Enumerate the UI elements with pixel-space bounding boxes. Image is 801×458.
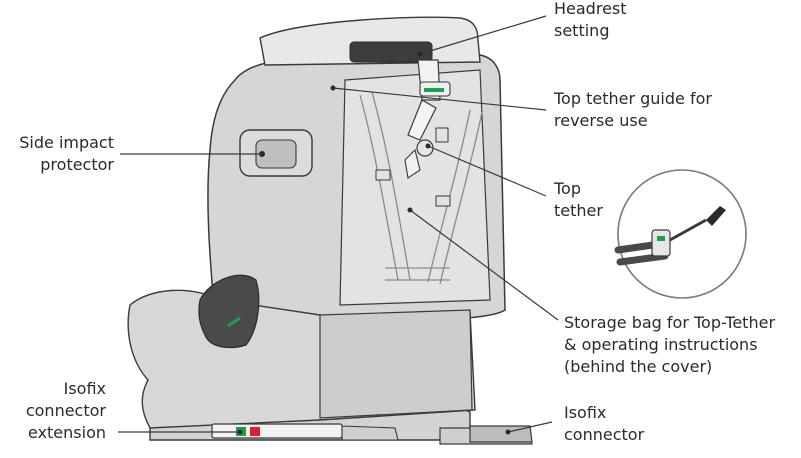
side-pad (198, 274, 260, 349)
label-isofix-connector-line1: Isofix (564, 403, 607, 422)
label-isofix-connector: Isofix connector (564, 402, 644, 446)
label-top-tether-guide-line1: Top tether guide for (554, 89, 712, 108)
inset-detail (614, 169, 747, 299)
label-headrest-line2: setting (554, 21, 610, 40)
label-storage-bag-line1: Storage bag for Top-Tether (564, 313, 776, 332)
top-tether (375, 59, 451, 207)
label-top-tether: Top tether (554, 178, 603, 222)
label-isofix-extension-line3: extension (28, 423, 106, 442)
label-storage-bag: Storage bag for Top-Tether & operating i… (564, 312, 775, 378)
label-top-tether-line1: Top (554, 179, 581, 198)
label-headrest-line1: Headrest (554, 0, 627, 18)
side-impact-protector (239, 129, 313, 177)
label-side-impact-protector: Side impact protector (0, 132, 114, 176)
label-top-tether-guide-line2: reverse use (554, 111, 648, 130)
label-isofix-extension: Isofix connector extension (0, 378, 106, 444)
isofix-extension-bar (211, 423, 399, 441)
label-side-impact-line1: Side impact (19, 133, 114, 152)
label-isofix-extension-line1: Isofix (63, 379, 106, 398)
label-top-tether-guide: Top tether guide for reverse use (554, 88, 712, 132)
label-top-tether-line2: tether (554, 201, 603, 220)
label-storage-bag-line3: (behind the cover) (564, 357, 713, 376)
leader-top-tether (427, 145, 547, 197)
leader-isofix-connector (507, 421, 553, 433)
label-isofix-connector-line2: connector (564, 425, 645, 444)
backrest (207, 54, 506, 321)
label-storage-bag-line2: & operating instructions (564, 335, 758, 354)
leader-headrest (419, 15, 547, 55)
storage-straps (359, 91, 483, 285)
leader-storage-bag (409, 209, 559, 321)
label-isofix-extension-line2: connector (25, 401, 106, 420)
leader-top-tether-guide (332, 87, 547, 111)
label-headrest-setting: Headrest setting (554, 0, 627, 42)
headrest (259, 16, 481, 66)
leader-lines (118, 15, 559, 435)
label-side-impact-line2: protector (40, 155, 114, 174)
